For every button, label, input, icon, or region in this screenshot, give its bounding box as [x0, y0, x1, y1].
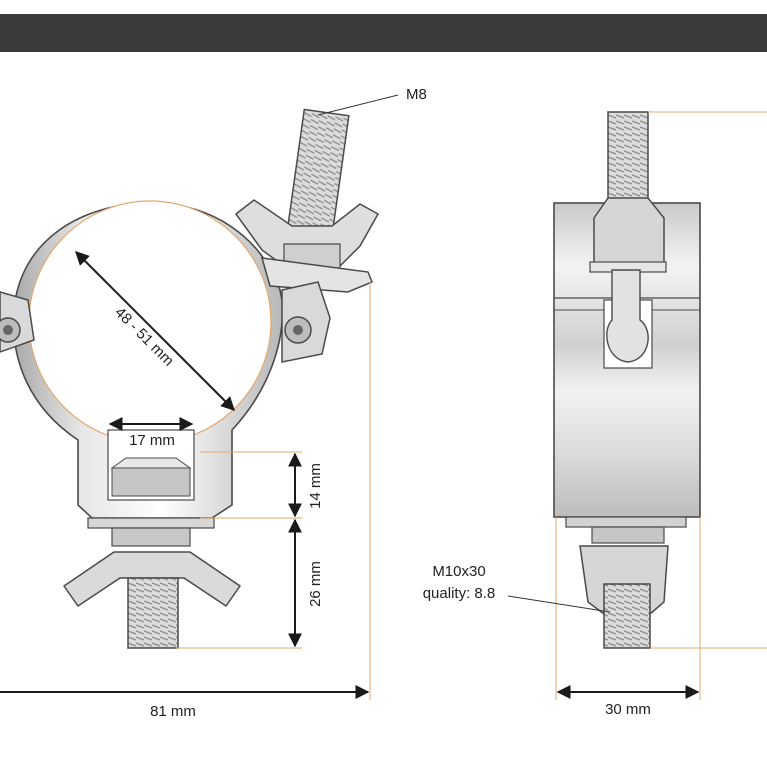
- pipe-opening: [28, 200, 272, 444]
- label-bolt-spec-2: quality: 8.8: [423, 585, 496, 602]
- top-bolt-thread: [286, 108, 350, 236]
- label-height-upper: 14 mm: [307, 463, 324, 509]
- lever-arm: [260, 257, 373, 293]
- label-slot-width: 17 mm: [129, 432, 175, 449]
- label-height-lower: 26 mm: [307, 561, 324, 607]
- pipe-diameter-line: [75, 251, 235, 411]
- extension-lines: [176, 111, 767, 700]
- bottom-wing-nut: [62, 551, 242, 608]
- label-total-width: 81 mm: [150, 703, 196, 720]
- m8-leader: [317, 94, 399, 116]
- side-bottom-bolt: [603, 583, 651, 649]
- label-bolt-spec-1: M10x30: [432, 563, 485, 580]
- bolt-spec-leader: [507, 595, 611, 613]
- side-hinge-pin: [606, 269, 649, 363]
- clamp-side-view: [553, 111, 701, 649]
- side-wing-nut: [593, 197, 665, 265]
- label-depth: 30 mm: [605, 701, 651, 718]
- header-bar: [0, 14, 767, 52]
- bottom-washer: [87, 517, 215, 529]
- label-thread-top: M8: [406, 86, 427, 103]
- dimension-lines: [0, 251, 700, 699]
- bottom-bolt-thread: [127, 577, 179, 649]
